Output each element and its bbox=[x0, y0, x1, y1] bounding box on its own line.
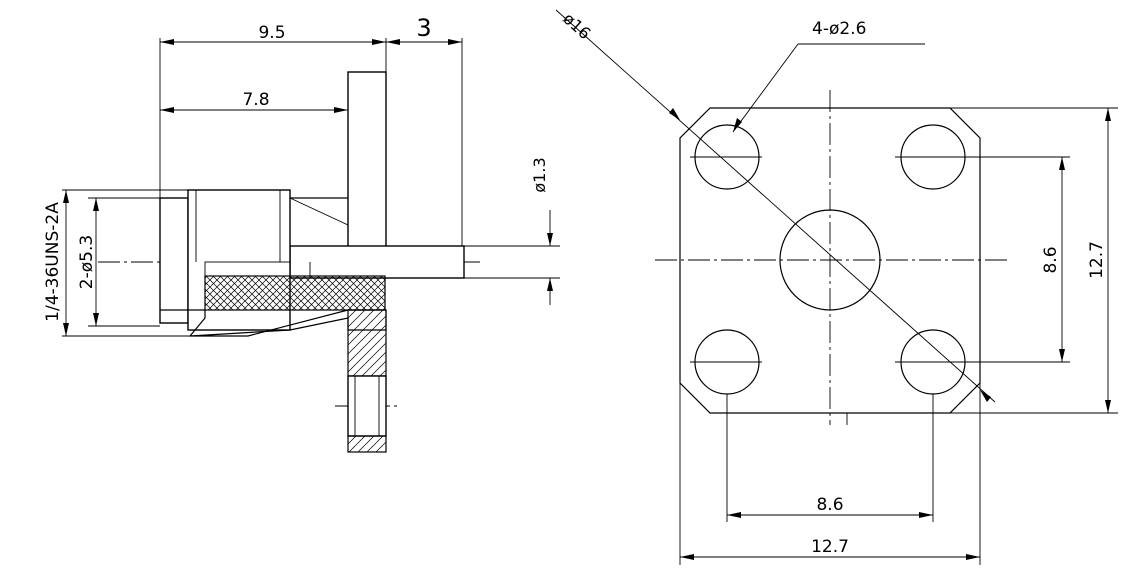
front-ring bbox=[159, 197, 189, 324]
arrowhead bbox=[448, 39, 462, 45]
arrowhead bbox=[1059, 349, 1065, 362]
arrowhead bbox=[93, 313, 99, 326]
arrowhead bbox=[966, 554, 980, 560]
arrowhead bbox=[547, 233, 553, 246]
arrowhead bbox=[160, 39, 174, 45]
arrowhead bbox=[160, 107, 174, 113]
arrowhead bbox=[727, 512, 741, 518]
dim-bolt-circle: ø16 bbox=[559, 9, 594, 43]
arrowhead bbox=[1105, 400, 1111, 413]
flange-section bbox=[347, 309, 387, 377]
dim-length-to-flange: 7.8 bbox=[242, 90, 269, 110]
dim-flange-thickness: 3 bbox=[416, 14, 431, 42]
arrowhead bbox=[919, 512, 933, 518]
arrowhead bbox=[1059, 157, 1065, 170]
flange-foot bbox=[347, 375, 387, 437]
holes-leader bbox=[732, 43, 799, 133]
dim-hole-spacing-vertical: 8.6 bbox=[1041, 246, 1061, 273]
arrowhead bbox=[93, 198, 99, 211]
arrowhead bbox=[669, 108, 680, 120]
front-view: ø16 4-ø2.6 8.6 12.7 8.6 bbox=[555, 9, 1118, 565]
dim-flange-width: 12.7 bbox=[811, 537, 849, 557]
center-hole bbox=[779, 209, 881, 311]
dim-flange-height: 12.7 bbox=[1087, 241, 1107, 279]
dim-hole-spacing-horizontal: 8.6 bbox=[816, 495, 843, 515]
dim-length-total: 9.5 bbox=[258, 23, 285, 43]
flange-foot-hatch bbox=[347, 435, 387, 453]
arrowhead bbox=[63, 190, 69, 203]
dim-body-diameter: 2-ø5.3 bbox=[77, 235, 97, 289]
dim-thread-spec: 1/4-36UNS-2A bbox=[43, 202, 63, 322]
dim-holes: 4-ø2.6 bbox=[812, 19, 866, 39]
bolt-circle-leader bbox=[555, 9, 996, 403]
flange-plate bbox=[347, 71, 387, 249]
side-view: 9.5 3 7.8 ø1.3 1/4-36UNS-2A 2-ø5.3 bbox=[43, 14, 560, 453]
arrowhead bbox=[334, 107, 348, 113]
body-slope bbox=[289, 197, 349, 226]
arrowhead bbox=[372, 39, 386, 45]
arrowhead bbox=[63, 323, 69, 336]
arrowhead bbox=[1105, 108, 1111, 121]
arrowhead bbox=[680, 554, 694, 560]
dim-pin-diameter: ø1.3 bbox=[530, 157, 549, 192]
arrowhead bbox=[733, 118, 742, 132]
arrowhead bbox=[980, 390, 991, 402]
arrowhead bbox=[386, 39, 400, 45]
dielectric-section bbox=[204, 275, 386, 311]
arrowhead bbox=[547, 278, 553, 291]
pin-body bbox=[289, 245, 465, 279]
